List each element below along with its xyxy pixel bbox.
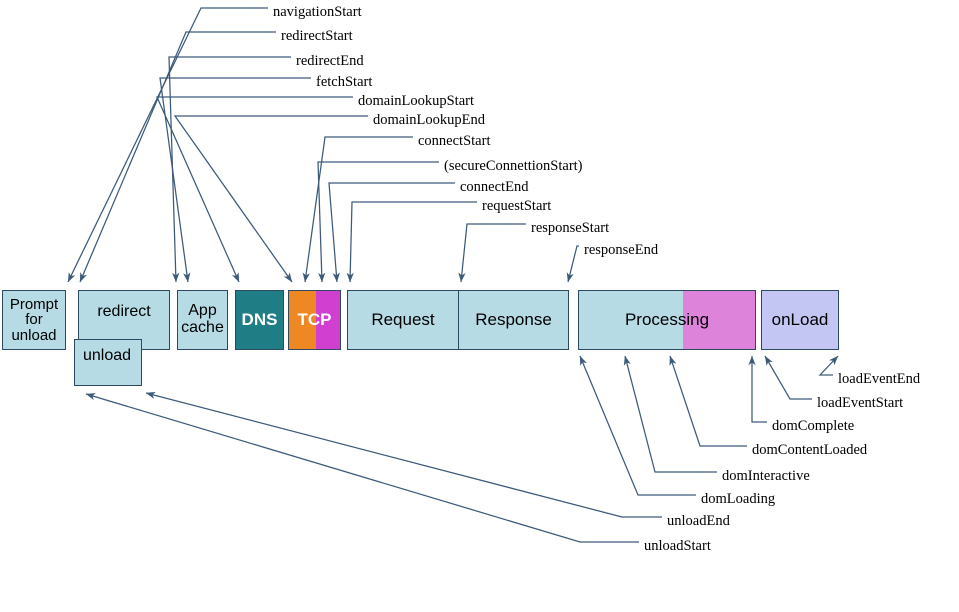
segment-tcp: TCP [288, 290, 341, 350]
label-unloadEnd: unloadEnd [667, 513, 730, 529]
label-domainLookupStart: domainLookupStart [358, 93, 474, 109]
leader-connectStart [302, 136, 413, 283]
segment-request: Request [347, 290, 459, 350]
segment-label-redirect: redirect [97, 303, 151, 320]
leader-domLoading [579, 355, 696, 496]
processing-fill-blue [579, 291, 683, 349]
leader-unloadEnd [145, 391, 662, 518]
segment-label-dns: DNS [241, 310, 278, 330]
segment-label-tcp: TCP [297, 310, 332, 330]
leader-unloadStart [85, 393, 639, 543]
label-connectStart: connectStart [418, 133, 491, 149]
segment-processing: Processing [578, 290, 756, 350]
tcp-fill-magenta [315, 291, 340, 349]
label-domLoading: domLoading [701, 491, 776, 507]
leader-domainLookupEnd [173, 115, 368, 283]
leader-connectEnd [328, 182, 455, 283]
label-loadEventEnd: loadEventEnd [838, 371, 921, 387]
segment-label-request: Request [371, 310, 435, 330]
leader-fetchStart [159, 77, 311, 283]
label-unloadStart: unloadStart [644, 538, 711, 554]
leader-redirectStart [79, 31, 276, 283]
segment-label-response: Response [475, 310, 552, 330]
segment-dns: DNS [235, 290, 284, 350]
leader-domContentLoaded [669, 355, 747, 447]
leader-loadEventStart [764, 355, 812, 400]
label-redirectStart: redirectStart [281, 28, 353, 44]
label-domInteractive: domInteractive [722, 468, 810, 484]
leader-domComplete [748, 355, 767, 423]
leader-navigationStart [67, 7, 268, 283]
leader-responseStart [458, 223, 526, 283]
segment-label-unload: unload [83, 347, 132, 364]
label-loadEventStart: loadEventStart [817, 395, 904, 411]
leader-domInteractive [623, 355, 717, 473]
label-navigationStart: navigationStart [273, 4, 362, 20]
tcp-fill-orange [289, 291, 316, 349]
label-domComplete: domComplete [772, 418, 855, 434]
label-requestStart: requestStart [482, 198, 552, 214]
label-fetchStart: fetchStart [316, 74, 373, 90]
leader-responseEnd [566, 245, 579, 283]
leader-loadEventEnd [818, 355, 839, 376]
segment-unload: unload [74, 339, 142, 386]
label-redirectEnd: redirectEnd [296, 53, 364, 69]
segment-label-onload: onLoad [771, 310, 829, 330]
processing-fill-orchid [682, 291, 755, 349]
segment-response: Response [458, 290, 569, 350]
segment-label-processing: Processing [624, 310, 710, 330]
leader-redirectEnd [168, 56, 291, 283]
label-connectEnd: connectEnd [460, 179, 529, 195]
label-domContentLoaded: domContentLoaded [752, 442, 868, 458]
leader-domainLookupStart [156, 96, 353, 283]
label-secureConnettionStart: (secureConnettionStart) [444, 158, 583, 174]
label-domainLookupEnd: domainLookupEnd [373, 112, 485, 128]
label-responseEnd: responseEnd [584, 242, 659, 258]
leader-requestStart [346, 201, 477, 283]
segment-onload: onLoad [761, 290, 839, 350]
label-responseStart: responseStart [531, 220, 610, 236]
leader-secureConnettionStart [317, 161, 439, 283]
